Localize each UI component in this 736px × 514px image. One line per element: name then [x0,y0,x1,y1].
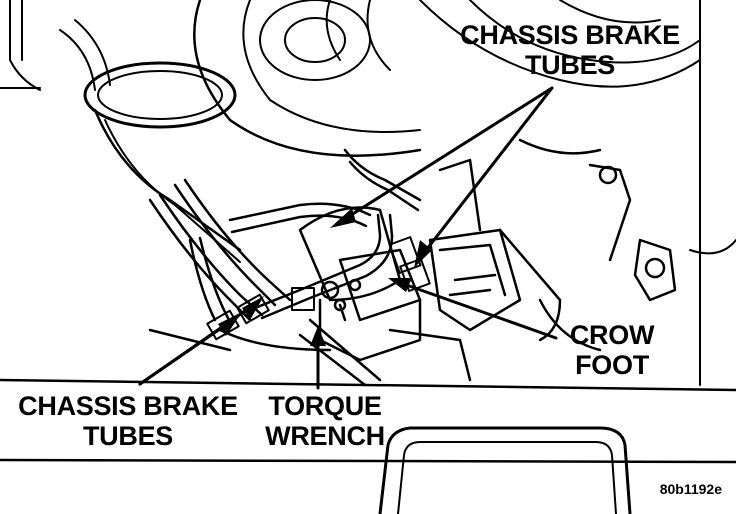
label-chassis-brake-tubes-top: CHASSIS BRAKE TUBES [452,20,688,80]
label-chassis-brake-tubes-bottom: CHASSIS BRAKE TUBES [12,391,244,451]
figure-id: 80b1192e [659,481,722,497]
label-crow-foot: CROW FOOT [560,320,664,380]
booster-housing [193,0,701,157]
label-line: TORQUE [268,391,382,421]
arrow-heads [218,208,432,346]
label-line: FOOT [575,350,649,380]
brake-tube-bundle [148,148,422,322]
electrical-connector [148,138,677,382]
label-line: WRENCH [265,421,385,451]
label-torque-wrench: TORQUE WRENCH [260,391,390,451]
leader-lines [138,86,558,390]
label-line: CROW [569,320,655,350]
label-line: TUBES [82,421,173,451]
torque-wrench-handle [298,303,382,387]
label-line: CHASSIS BRAKE [460,20,680,50]
label-line: TUBES [524,50,615,80]
hcu-block [298,206,422,362]
label-line: CHASSIS BRAKE [18,391,238,421]
hose-loop [59,19,242,263]
